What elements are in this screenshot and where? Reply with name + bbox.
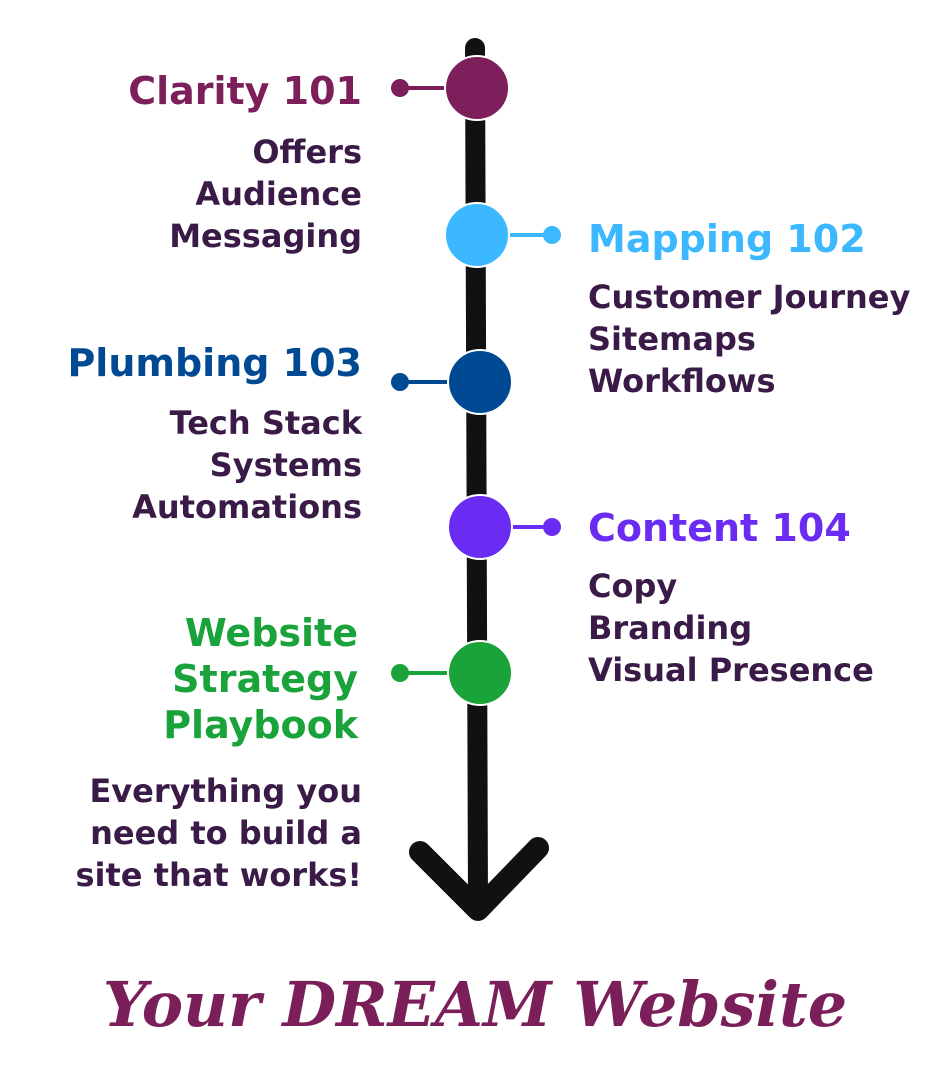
timeline-arrow-head (409, 837, 549, 921)
list-item: Everything you (89, 772, 362, 810)
list-item: Automations (132, 488, 362, 526)
list-item: Tech Stack (169, 404, 362, 442)
list-item: site that works! (75, 856, 362, 894)
list-item: Copy (588, 567, 678, 605)
step-title-clarity: Clarity 101 (128, 69, 362, 113)
step-items-plumbing: Tech Stack Systems Automations (132, 402, 362, 528)
list-item: Branding (588, 609, 753, 647)
list-item: need to build a (90, 814, 362, 852)
connector-dot-plumbing (391, 373, 409, 391)
step-items-mapping: Customer Journey Sitemaps Workflows (588, 276, 910, 402)
timeline-vertical-line (465, 38, 488, 915)
list-item: Systems (209, 446, 362, 484)
node-content (447, 494, 513, 560)
node-plumbing (447, 349, 513, 415)
list-item: Visual Presence (588, 651, 874, 689)
step-title-line: Website (184, 611, 358, 655)
list-item: Customer Journey (588, 278, 911, 316)
connector-dot-content (543, 518, 561, 536)
step-items-clarity: Offers Audience Messaging (169, 131, 362, 257)
list-item: Messaging (169, 217, 362, 255)
step-items-playbook: Everything you need to build a site that… (75, 770, 362, 896)
node-clarity (444, 55, 510, 121)
step-title-plumbing: Plumbing 103 (67, 341, 362, 385)
step-title-line: Strategy (172, 657, 358, 701)
list-item: Sitemaps (588, 320, 756, 358)
connector-dot-mapping (543, 226, 561, 244)
step-title-playbook: Website Strategy Playbook (163, 610, 358, 748)
node-mapping (444, 202, 510, 268)
connector-dot-clarity (391, 79, 409, 97)
step-items-content: Copy Branding Visual Presence (588, 565, 874, 691)
list-item: Workflows (588, 362, 776, 400)
footer-title: Your DREAM Website (102, 968, 848, 1041)
list-item: Offers (252, 133, 362, 171)
step-title-content: Content 104 (588, 506, 851, 550)
step-title-line: Playbook (163, 703, 358, 747)
connector-dot-playbook (391, 664, 409, 682)
node-playbook (447, 640, 513, 706)
step-title-mapping: Mapping 102 (588, 217, 866, 261)
list-item: Audience (195, 175, 362, 213)
